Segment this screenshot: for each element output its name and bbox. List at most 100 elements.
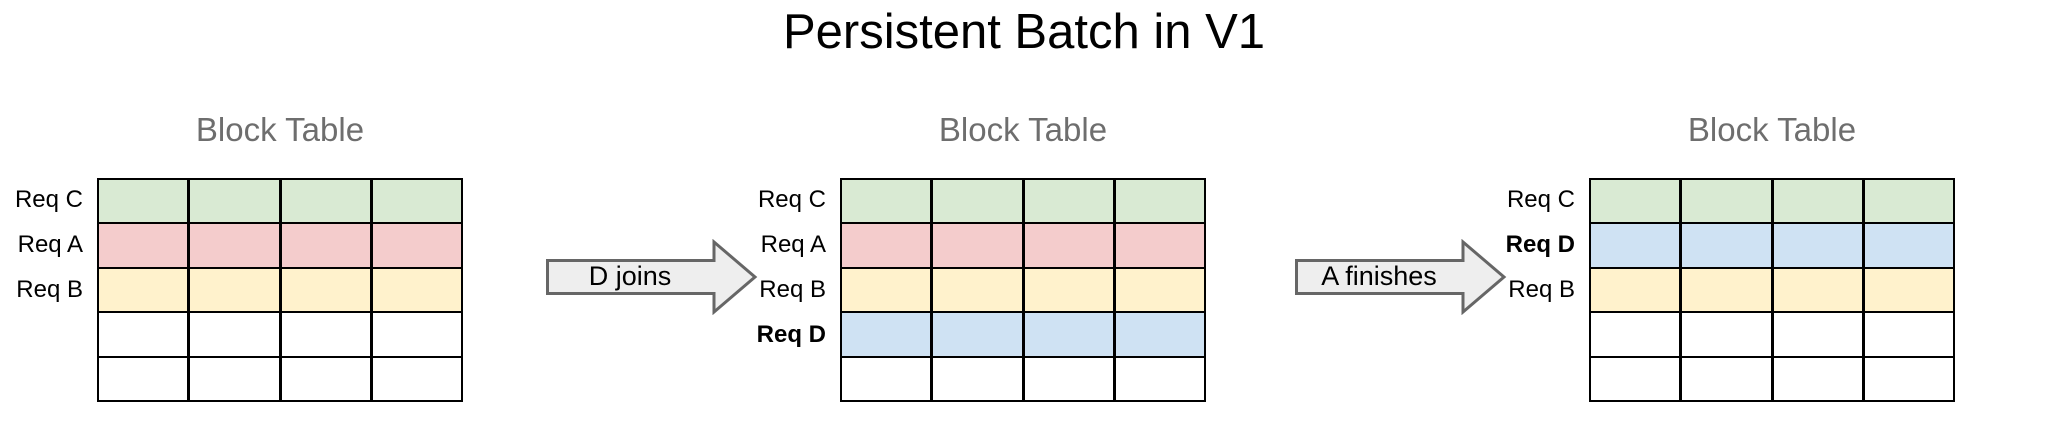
block-grid bbox=[1589, 178, 1955, 402]
row-labels: Req C Req A Req B Req D bbox=[720, 178, 826, 402]
block-cell bbox=[1682, 268, 1774, 312]
block-cell bbox=[99, 180, 191, 223]
block-cell bbox=[1773, 357, 1865, 401]
block-cell bbox=[281, 224, 373, 267]
block-cell bbox=[1864, 268, 1953, 312]
row-label: Req A bbox=[760, 231, 826, 259]
block-cell bbox=[1864, 224, 1953, 267]
block-cell bbox=[1115, 357, 1204, 401]
block-row bbox=[842, 224, 1204, 269]
row-label: Req A bbox=[17, 231, 83, 259]
block-cell bbox=[842, 224, 934, 267]
block-cell bbox=[933, 180, 1025, 223]
row-label bbox=[720, 357, 826, 402]
block-row bbox=[99, 268, 461, 314]
block-row bbox=[1591, 313, 1953, 358]
block-cell bbox=[99, 224, 191, 267]
block-cell bbox=[1591, 268, 1683, 312]
block-cell bbox=[1591, 180, 1683, 223]
row-label: Req D bbox=[1505, 231, 1575, 259]
row-label: Req D bbox=[756, 320, 826, 348]
block-cell bbox=[99, 268, 191, 312]
block-grid bbox=[840, 178, 1206, 402]
block-table-heading: Block Table bbox=[938, 111, 1108, 148]
arrow-label-a-finishes: A finishes bbox=[1321, 260, 1437, 291]
block-cell bbox=[281, 180, 373, 223]
block-cell bbox=[1682, 180, 1774, 223]
block-cell bbox=[842, 180, 934, 223]
block-cell bbox=[1864, 313, 1953, 356]
block-row bbox=[842, 268, 1204, 314]
block-cell bbox=[1773, 224, 1865, 267]
row-labels: Req C Req A Req B bbox=[0, 178, 83, 402]
block-cell bbox=[1115, 268, 1204, 312]
block-row bbox=[99, 224, 461, 269]
block-cell bbox=[1024, 180, 1116, 223]
block-cell bbox=[1864, 180, 1953, 223]
block-cell bbox=[1115, 313, 1204, 356]
block-cell bbox=[190, 180, 282, 223]
block-row bbox=[1591, 357, 1953, 401]
arrow-label-d-joins: D joins bbox=[588, 260, 672, 291]
block-cell bbox=[281, 313, 373, 356]
block-cell bbox=[1115, 180, 1204, 223]
block-cell bbox=[190, 224, 282, 267]
block-row bbox=[99, 180, 461, 225]
block-cell bbox=[1773, 268, 1865, 312]
block-cell bbox=[933, 357, 1025, 401]
row-label: Req C bbox=[1506, 186, 1575, 214]
right-arrow-icon bbox=[546, 239, 758, 315]
row-labels: Req C Req D Req B bbox=[1469, 178, 1575, 402]
block-cell bbox=[842, 357, 934, 401]
block-cell bbox=[842, 268, 934, 312]
row-label bbox=[0, 357, 83, 402]
block-row bbox=[842, 357, 1204, 401]
block-row bbox=[842, 313, 1204, 358]
row-label bbox=[1469, 312, 1575, 357]
row-label: Req B bbox=[1508, 275, 1575, 303]
block-cell bbox=[1773, 180, 1865, 223]
block-cell bbox=[933, 224, 1025, 267]
block-cell bbox=[1024, 268, 1116, 312]
block-cell bbox=[1682, 224, 1774, 267]
block-cell bbox=[190, 357, 282, 401]
block-cell bbox=[190, 313, 282, 356]
block-table-panel-2: Block Table Req C Req A Req B Req D bbox=[720, 85, 1206, 415]
block-row bbox=[1591, 268, 1953, 314]
diagram-title: Persistent Batch in V1 bbox=[782, 5, 1266, 59]
block-cell bbox=[1864, 357, 1953, 401]
block-table-heading: Block Table bbox=[1687, 111, 1857, 148]
row-label: Req B bbox=[759, 275, 826, 303]
block-cell bbox=[1591, 224, 1683, 267]
block-cell bbox=[281, 357, 373, 401]
block-cell bbox=[1682, 357, 1774, 401]
block-cell bbox=[281, 268, 373, 312]
block-cell bbox=[1773, 313, 1865, 356]
block-cell bbox=[372, 224, 461, 267]
block-cell bbox=[372, 268, 461, 312]
block-table-heading: Block Table bbox=[195, 111, 365, 148]
block-cell bbox=[1591, 313, 1683, 356]
block-cell bbox=[1591, 357, 1683, 401]
block-cell bbox=[1024, 313, 1116, 356]
block-cell bbox=[99, 357, 191, 401]
block-row bbox=[1591, 224, 1953, 269]
block-cell bbox=[372, 357, 461, 401]
block-row bbox=[842, 180, 1204, 225]
row-label: Req B bbox=[16, 275, 83, 303]
block-cell bbox=[1115, 224, 1204, 267]
row-label bbox=[1469, 357, 1575, 402]
block-cell bbox=[933, 313, 1025, 356]
row-label: Req C bbox=[14, 186, 83, 214]
block-cell bbox=[1682, 313, 1774, 356]
right-arrow-icon bbox=[1295, 239, 1507, 315]
block-row bbox=[99, 313, 461, 358]
block-cell bbox=[372, 313, 461, 356]
block-table-panel-1: Block Table Req C Req A Req B bbox=[0, 85, 463, 415]
block-cell bbox=[933, 268, 1025, 312]
row-label: Req C bbox=[757, 186, 826, 214]
block-row bbox=[99, 357, 461, 401]
block-cell bbox=[842, 313, 934, 356]
block-cell bbox=[99, 313, 191, 356]
